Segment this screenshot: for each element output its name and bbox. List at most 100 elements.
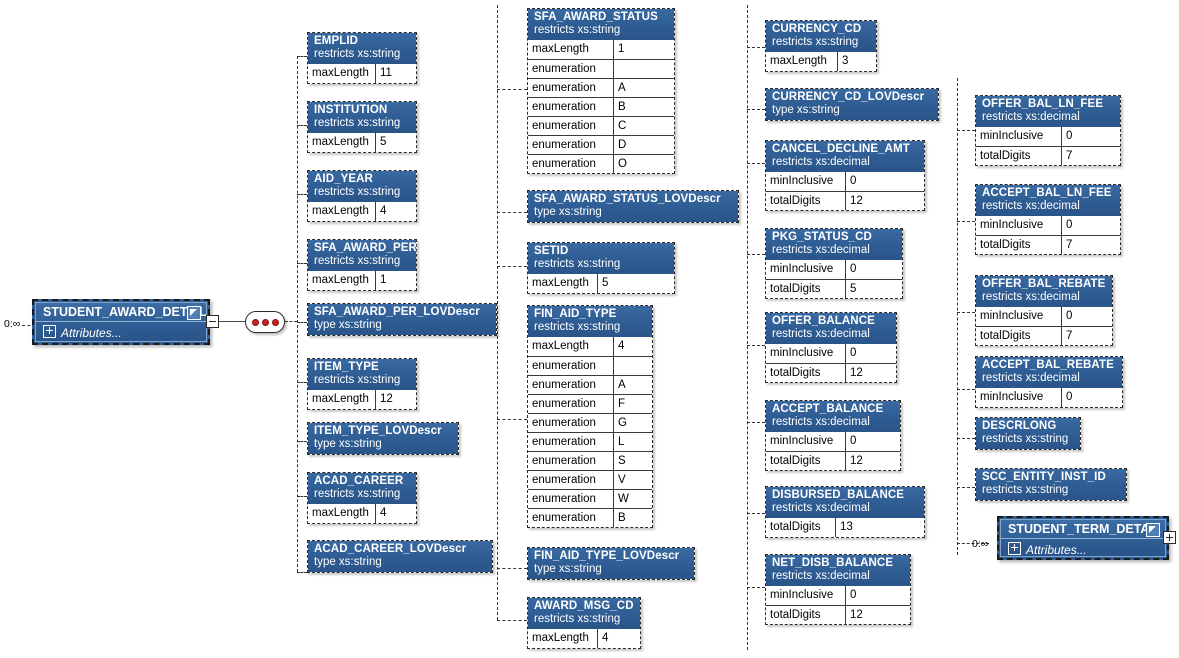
col2-branch-0 — [497, 89, 527, 90]
node-type: restricts xs:decimal — [772, 502, 870, 515]
facet-key: minInclusive — [976, 216, 1062, 236]
facet-value: 12 — [850, 455, 863, 468]
facet-key: maxLength — [308, 133, 376, 153]
facet-key: enumeration — [528, 452, 614, 471]
node-name: ACCEPT_BAL_REBATE — [982, 359, 1114, 371]
node-type: restricts xs:decimal — [982, 111, 1080, 124]
element-attributes-row[interactable]: Attributes... — [36, 322, 206, 343]
root-collapse-toggle[interactable] — [206, 315, 219, 328]
facet-key: totalDigits — [766, 192, 846, 211]
child-element-inner: STUDENT_TERM_DETAIL Attributes... — [1000, 519, 1166, 557]
element-student-award-detail[interactable]: STUDENT_AWARD_DETAIL Attributes... — [32, 299, 210, 345]
facet-value: F — [618, 398, 626, 411]
external-link-icon[interactable] — [187, 306, 201, 320]
facet-key: enumeration — [528, 155, 614, 174]
col1-branch-7 — [297, 496, 307, 497]
node-name: ITEM_TYPE — [314, 361, 379, 373]
col1-branch-8 — [297, 572, 307, 573]
child-expand-toggle[interactable] — [1163, 531, 1176, 544]
facet-value: 13 — [840, 521, 853, 534]
facet-value: 7 — [1066, 330, 1073, 343]
facet-value: 7 — [1066, 150, 1073, 163]
node-type: type xs:string — [314, 319, 382, 332]
facet-key: maxLength — [528, 337, 614, 357]
col1-branch-5 — [297, 382, 307, 383]
col4-trunk-line — [957, 78, 958, 555]
facet-value: 5 — [602, 277, 609, 290]
child-element-attributes-row[interactable]: Attributes... — [1001, 539, 1165, 560]
col1-trunk-line — [297, 56, 298, 572]
node-name: SFA_AWARD_STATUS_LOVDescr — [534, 193, 721, 205]
node-type: restricts xs:decimal — [772, 570, 870, 583]
node-type: restricts xs:string — [314, 255, 401, 268]
node-name: SETID — [534, 245, 569, 257]
expand-plus-icon[interactable] — [43, 325, 56, 338]
col3-branch-3 — [747, 254, 765, 255]
col2-trunk-line — [497, 5, 498, 620]
facet-value: 12 — [850, 609, 863, 622]
node-type: restricts xs:string — [534, 321, 621, 334]
element-student-term-detail[interactable]: STUDENT_TERM_DETAIL Attributes... — [997, 516, 1169, 560]
facet-value: 4 — [618, 340, 625, 353]
col3-branch-2 — [747, 163, 765, 164]
facet-key: enumeration — [528, 117, 614, 136]
expand-plus-icon[interactable] — [1008, 542, 1021, 555]
col2-branch-4 — [497, 568, 527, 569]
external-link-icon[interactable] — [1146, 523, 1160, 537]
sequence-icon[interactable] — [245, 311, 285, 333]
col1-branch-6 — [297, 441, 307, 442]
